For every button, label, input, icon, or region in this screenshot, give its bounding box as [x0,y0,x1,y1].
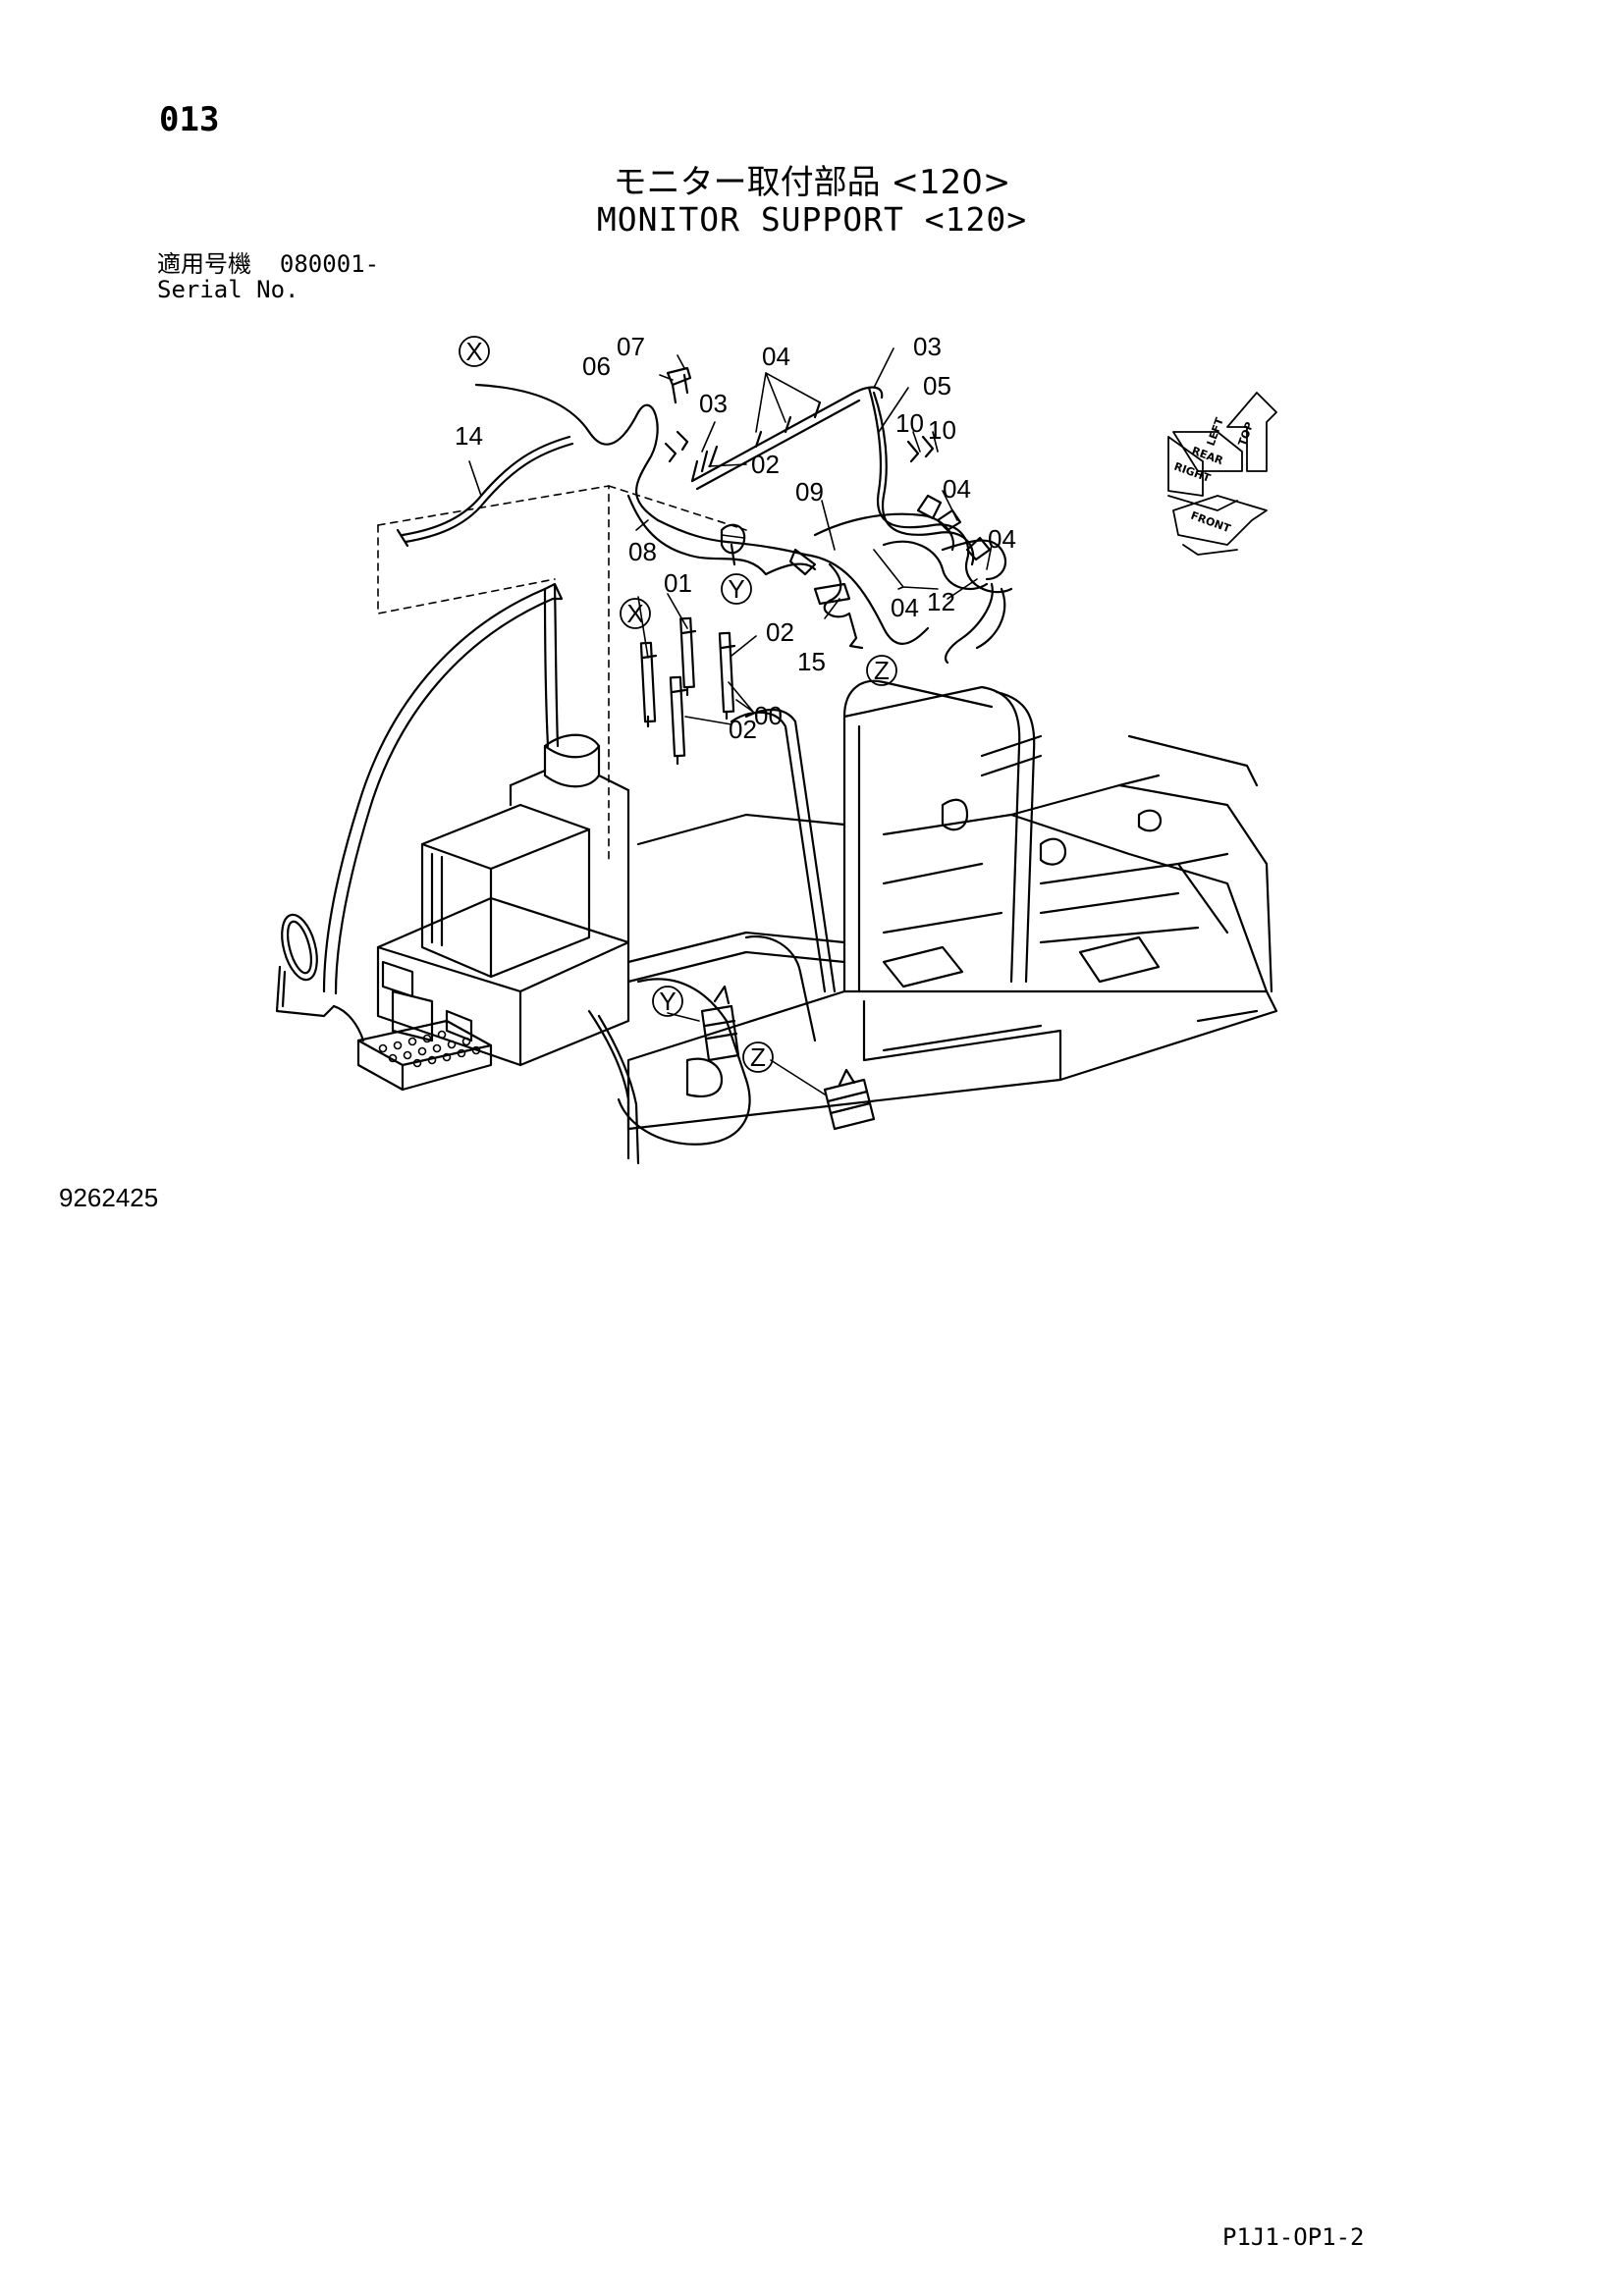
boot-y [700,985,740,1062]
view-label-x-mid: X [620,598,651,629]
callout-14: 15 [797,647,826,676]
view-label-text: X [626,599,643,628]
part-callouts: 07 06 04 03 03 05 10 10 14 02 09 04 04 0… [455,332,1016,744]
callout-02-mid: 02 [766,617,794,647]
callout-08: 08 [628,537,657,566]
orientation-labels: TOP REAR RIGHT LEFT FRONT [1172,415,1256,535]
orientation-indicator [1167,392,1277,556]
orientation-front: FRONT [1189,509,1232,536]
callout-06: 06 [582,351,611,381]
serial-row-jp: 適用号機 080001- [157,251,379,277]
orientation-rear: REAR [1190,445,1225,468]
part-12-harness [396,435,574,548]
view-label-text: Z [874,656,890,685]
callout-03: 03 [699,389,728,418]
side-mirror [275,913,365,1042]
right-harness-bundle [813,386,1013,665]
view-label-z-bottom: Z [742,1041,774,1073]
callout-09: 09 [795,477,824,507]
view-label-text: Y [659,987,676,1016]
view-label-x-top: X [459,336,490,367]
page-title-english: MONITOR SUPPORT <120> [596,200,1028,239]
brackets-00-01-02 [639,616,736,766]
callout-05: 05 [923,371,951,400]
left-console [587,934,817,1165]
callout-02-bottom: 02 [729,715,757,744]
leader-lines [468,347,993,1095]
view-label-y-top: Y [721,573,752,605]
view-label-text: Y [728,574,744,604]
callout-02-top: 02 [751,450,780,479]
view-label-z-top: Z [866,655,897,686]
engine-box [376,733,630,1067]
callout-00: 00 [754,701,783,730]
view-label-y-bottom: Y [652,986,683,1017]
callout-10-b: 10 [928,415,956,445]
main-harness-x [474,383,930,645]
step-plate [356,1019,493,1092]
callout-10-a: 10 [895,408,924,438]
orientation-left: LEFT [1205,415,1226,448]
clamp-15 [720,523,817,576]
sheet-code: P1J1-OP1-2 [1222,2223,1365,2251]
page-title-japanese: モニター取付部品 <120> [613,163,1011,202]
callout-11: 12 [927,587,955,616]
callout-01: 01 [664,568,692,598]
serial-label-jp: 適用号機 [157,250,251,278]
view-label-text: X [465,337,482,366]
diagram-number: 9262425 [59,1183,159,1212]
callout-12: 14 [455,421,483,451]
callout-03-top: 03 [913,332,942,361]
view-label-text: Z [750,1042,766,1072]
serial-label-en: Serial No. [157,276,299,303]
cab-frame [626,679,1278,1131]
callout-04-right: 04 [943,474,971,504]
projection-frame [377,485,747,865]
serial-value: 080001- [279,250,380,278]
boot-z [823,1068,876,1131]
serial-info: 適用号機 080001- Serial No. [157,251,379,302]
page-number: 013 [159,100,220,139]
callout-07: 07 [617,332,645,361]
left-side-rail [322,582,564,995]
callout-04-far-right: 04 [988,524,1016,554]
orientation-top: TOP [1236,420,1257,448]
callout-04-mid: 04 [891,593,919,622]
callout-04-top: 04 [762,342,790,371]
